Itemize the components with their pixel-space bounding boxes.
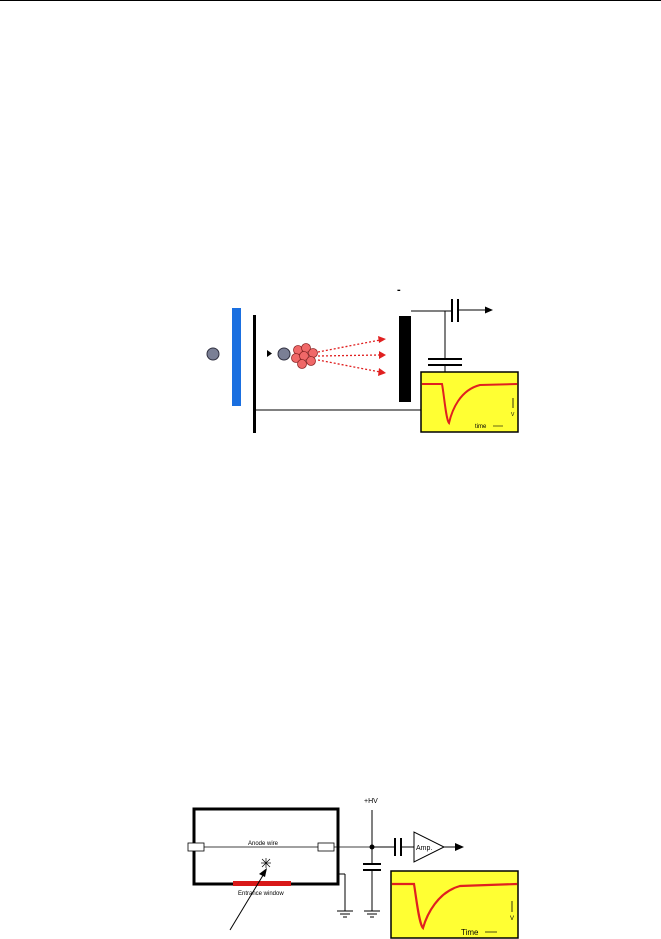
nucleus-cluster	[291, 343, 318, 369]
emission-arrowheads	[378, 336, 386, 376]
voltage-mark: -	[397, 284, 401, 296]
incoming-particle	[206, 347, 220, 361]
page-top-rule	[0, 0, 661, 1]
transmitted-particle	[277, 347, 291, 361]
scope-time-label: time	[475, 424, 487, 430]
pulse-trace	[422, 383, 518, 425]
blue-plate	[232, 308, 241, 406]
thin-foil	[253, 315, 256, 433]
scope-axis-label: V	[511, 412, 515, 418]
particle-direction-arrow	[267, 350, 272, 357]
collector-electrode	[399, 316, 411, 402]
signal-out-arrow	[485, 306, 493, 314]
oscilloscope-screen	[420, 371, 519, 433]
emission-arrows	[317, 339, 381, 373]
